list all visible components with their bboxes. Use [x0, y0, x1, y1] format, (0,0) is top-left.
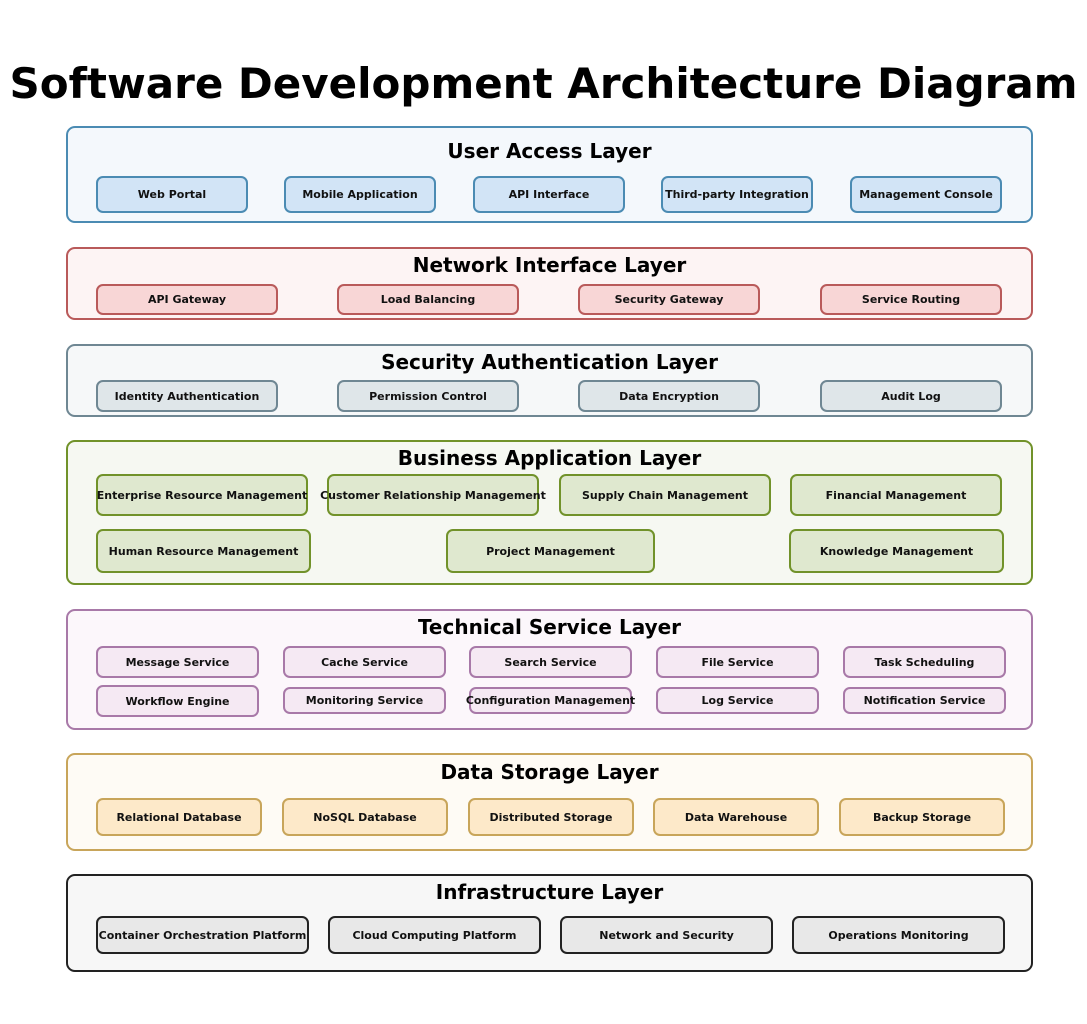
- box-operations-monitoring[interactable]: Operations Monitoring: [792, 916, 1005, 954]
- layer-title-infrastructure: Infrastructure Layer: [435, 880, 664, 904]
- box-customer-relationship-management[interactable]: Customer Relationship Management: [320, 474, 546, 516]
- box-knowledge-management[interactable]: Knowledge Management: [789, 529, 1004, 573]
- box-security-gateway[interactable]: Security Gateway: [578, 284, 760, 315]
- box-log-service[interactable]: Log Service: [656, 687, 819, 714]
- diagram-title: Software Development Architecture Diagra…: [9, 59, 1078, 108]
- box-api-interface[interactable]: API Interface: [473, 176, 625, 213]
- layer-title-business-application: Business Application Layer: [397, 446, 702, 470]
- layer-title-security-authentication: Security Authentication Layer: [381, 350, 718, 374]
- box-workflow-engine[interactable]: Workflow Engine: [96, 685, 259, 717]
- box-task-scheduling[interactable]: Task Scheduling: [843, 646, 1006, 678]
- box-project-management[interactable]: Project Management: [446, 529, 655, 573]
- user-access-layer: User Access Layer Web Portal Mobile Appl…: [66, 126, 1033, 223]
- box-container-orchestration-platform[interactable]: Container Orchestration Platform: [96, 916, 309, 954]
- box-third-party-integration[interactable]: Third-party Integration: [661, 176, 813, 213]
- box-enterprise-resource-management[interactable]: Enterprise Resource Management: [96, 474, 308, 516]
- box-cache-service[interactable]: Cache Service: [283, 646, 446, 678]
- box-backup-storage[interactable]: Backup Storage: [839, 798, 1005, 836]
- box-network-and-security[interactable]: Network and Security: [560, 916, 773, 954]
- box-identity-authentication[interactable]: Identity Authentication: [96, 380, 278, 412]
- box-data-warehouse[interactable]: Data Warehouse: [653, 798, 819, 836]
- box-message-service[interactable]: Message Service: [96, 646, 259, 678]
- box-relational-database[interactable]: Relational Database: [96, 798, 262, 836]
- box-api-gateway[interactable]: API Gateway: [96, 284, 278, 315]
- network-interface-layer: Network Interface Layer API Gateway Load…: [66, 247, 1033, 320]
- box-audit-log[interactable]: Audit Log: [820, 380, 1002, 412]
- box-management-console[interactable]: Management Console: [850, 176, 1002, 213]
- box-cloud-computing-platform[interactable]: Cloud Computing Platform: [328, 916, 541, 954]
- box-load-balancing[interactable]: Load Balancing: [337, 284, 519, 315]
- layer-title-technical-service: Technical Service Layer: [417, 615, 682, 639]
- layer-title-data-storage: Data Storage Layer: [440, 760, 659, 784]
- box-distributed-storage[interactable]: Distributed Storage: [468, 798, 634, 836]
- box-configuration-management[interactable]: Configuration Management: [466, 687, 635, 714]
- box-supply-chain-management[interactable]: Supply Chain Management: [559, 474, 771, 516]
- box-web-portal[interactable]: Web Portal: [96, 176, 248, 213]
- box-permission-control[interactable]: Permission Control: [337, 380, 519, 412]
- box-monitoring-service[interactable]: Monitoring Service: [283, 687, 446, 714]
- technical-service-layer: Technical Service Layer Message Service …: [66, 609, 1033, 730]
- box-data-encryption[interactable]: Data Encryption: [578, 380, 760, 412]
- box-financial-management[interactable]: Financial Management: [790, 474, 1002, 516]
- box-nosql-database[interactable]: NoSQL Database: [282, 798, 448, 836]
- infrastructure-layer: Infrastructure Layer Container Orchestra…: [66, 874, 1033, 972]
- layer-title-network-interface: Network Interface Layer: [412, 253, 687, 277]
- data-storage-layer: Data Storage Layer Relational Database N…: [66, 753, 1033, 851]
- box-service-routing[interactable]: Service Routing: [820, 284, 1002, 315]
- box-search-service[interactable]: Search Service: [469, 646, 632, 678]
- security-authentication-layer: Security Authentication Layer Identity A…: [66, 344, 1033, 417]
- business-application-layer: Business Application Layer Enterprise Re…: [66, 440, 1033, 585]
- box-notification-service[interactable]: Notification Service: [843, 687, 1006, 714]
- box-mobile-application[interactable]: Mobile Application: [284, 176, 436, 213]
- layer-title-user-access: User Access Layer: [447, 139, 652, 163]
- box-file-service[interactable]: File Service: [656, 646, 819, 678]
- box-human-resource-management[interactable]: Human Resource Management: [96, 529, 311, 573]
